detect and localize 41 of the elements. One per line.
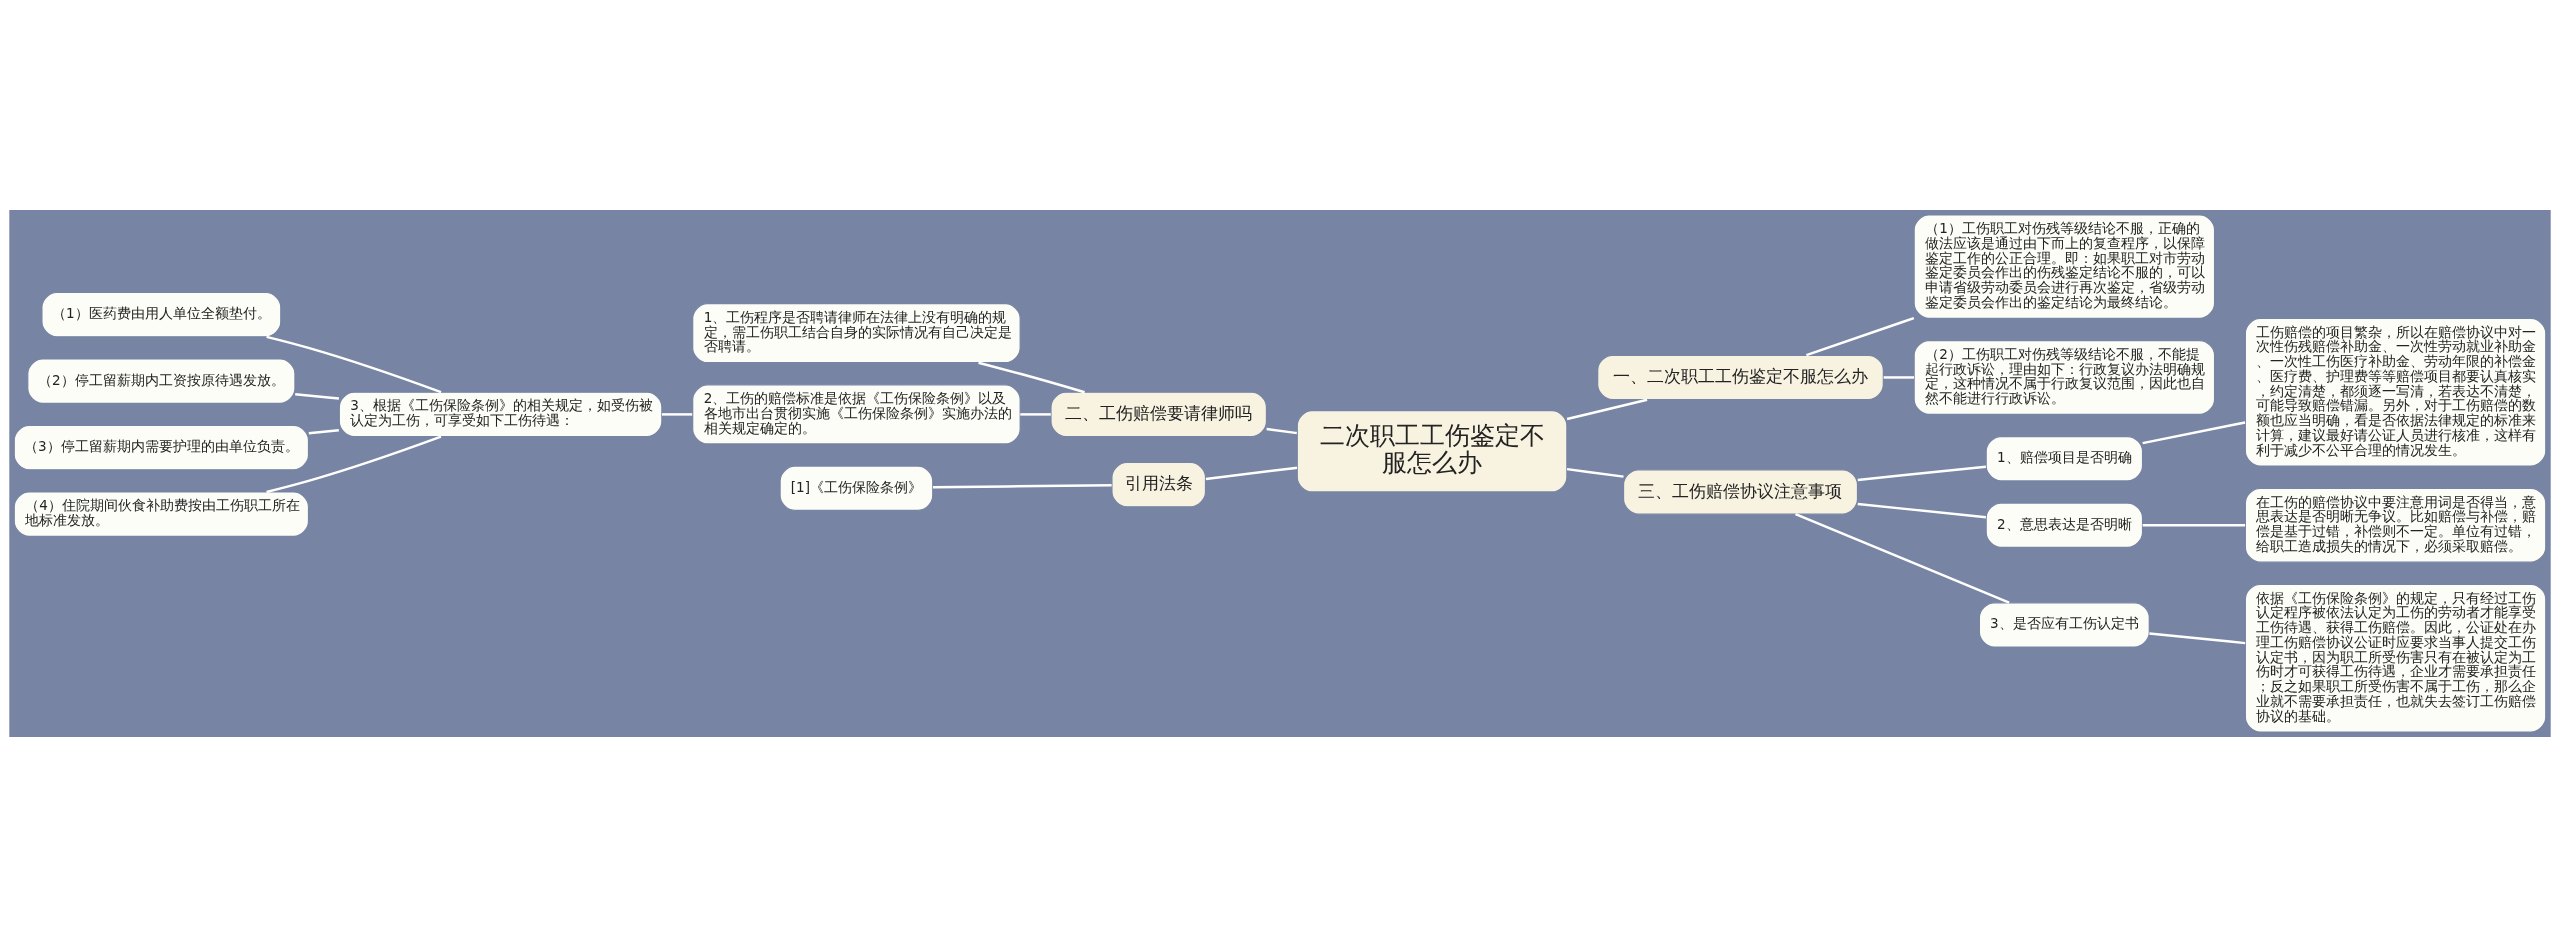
connector [1883, 376, 1915, 379]
node-box: （2）工伤职工对伤残等级结论不服，不能提起行政诉讼，理由如下：行政复议办法明确规定，这种情况不属于行政复议范围，因此也自然不能进行行政诉讼。 [1913, 339, 2216, 415]
node-box: （2）停工留薪期内工资按原待遇发放。 [27, 358, 296, 404]
node-box: 一、二次职工工伤鉴定不服怎么办 [1597, 354, 1884, 401]
connector [308, 429, 339, 435]
node-box: [1]《工伤保险条例》 [779, 465, 934, 512]
connector [1020, 413, 1051, 416]
connector [2142, 421, 2246, 445]
connector [1205, 466, 1298, 481]
node-box: （1）工伤职工对伤残等级结论不服，正确的做法应该是通过由下而上的复查程序，以保障鉴定工作的公正合理。即：如果职工对市劳动鉴定委员会作出的伤残鉴定结论不服的，可以申请省级劳动委员会进行再次鉴定，省级劳动鉴定委员会作出的鉴定结论为最终结论。 [1913, 214, 2216, 319]
connector [1266, 427, 1297, 435]
connector [2149, 632, 2246, 645]
connector [266, 335, 442, 394]
node-box: 三、工伤赔偿协议注意事项 [1622, 469, 1859, 515]
connector [978, 361, 1085, 394]
connector [1857, 465, 1987, 482]
node-box: 工伤赔偿的项目繁杂，所以在赔偿协议中对一次性伤残赔偿补助金、一次性劳动就业补助金、一次性工伤医疗补助金、劳动年限的补偿金、医疗费、护理费等等赔偿项目都要认真核实，约定清楚，都须逐一写清，若表达不清楚，可能导致赔偿错漏。另外，对于工伤赔偿的数额也应当明确，看是否依据法律规定的标准来计算，建议最好请公证人员进行核准，这样有利于减少不公平合理的情况发生。 [2244, 317, 2547, 467]
node-box: 依据《工伤保险条例》的规定，只有经过工伤认定程序被依法认定为工伤的劳动者才能享受工伤待遇、获得工伤赔偿。因此，公证处在办理工伤赔偿协议公证时应要求当事人提交工伤认定书，因为职工所受伤害只有在被认定为工伤时才可获得工伤待遇，企业才需要承担责任；反之如果职工所受伤害不属于工伤，那么企业就不需要承担责任，也就失去签订工伤赔偿协议的基础。 [2244, 583, 2547, 733]
node-box: （4）住院期间伙食补助费按由工伤职工所在地标准发放。 [13, 491, 310, 537]
connector [1566, 398, 1648, 421]
node-box: 1、工伤程序是否聘请律师在法律上没有明确的规定，需工伤职工结合自身的实际情况有自己决定是否聘请。 [692, 302, 1021, 364]
connector [266, 435, 442, 494]
node-box: （3）停工留薪期内需要护理的由单位负责。 [13, 424, 310, 471]
connector [1806, 316, 1915, 357]
node-box: 3、根据《工伤保险条例》的相关规定，如受伤被认定为工伤，可享受如下工伤待遇： [338, 391, 663, 438]
connector [1795, 513, 2010, 604]
connector [295, 393, 340, 400]
node-box: （1）医药费由用人单位全额垫付。 [41, 291, 282, 338]
connector [932, 483, 1112, 489]
node-box: 在工伤的赔偿协议中要注意用词是否得当，意思表达是否明晰无争议。比如赔偿与补偿，赔偿是基于过错，补偿则不一定。单位有过错，给职工造成损失的情况下，必须采取赔偿。 [2244, 487, 2547, 563]
connector [661, 413, 693, 416]
connector [1857, 502, 1987, 519]
node-box: 2、意思表达是否明晰 [1985, 502, 2144, 548]
node-box: 二、工伤赔偿要请律师吗 [1050, 391, 1268, 438]
node-box: 1、赔偿项目是否明确 [1985, 435, 2144, 482]
node-box: 2、工伤的赔偿标准是依据《工伤保险条例》以及各地市出台贯彻实施《工伤保险条例》实施办法的相关规定确定的。 [692, 384, 1021, 445]
node-box: 引用法条 [1111, 461, 1207, 508]
connector [1566, 467, 1624, 478]
node-box: 3、是否应有工伤认定书 [1978, 602, 2150, 648]
connector [2142, 524, 2246, 527]
node-box: 二次职工工伤鉴定不服怎么办 [1296, 410, 1568, 493]
